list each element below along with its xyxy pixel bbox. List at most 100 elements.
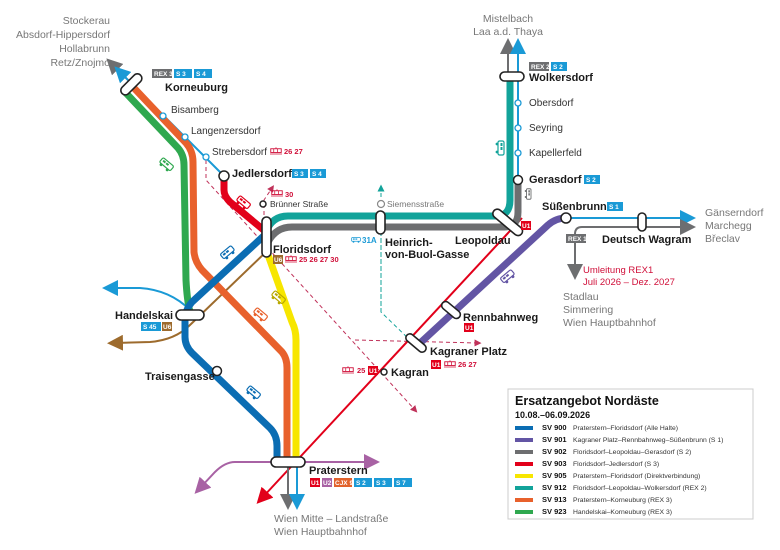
dest-stadlau: Stadlau — [563, 291, 599, 303]
legend-row: SV 923 Handelskai–Korneuburg (REX 3) — [515, 507, 672, 516]
legend-desc: Kagraner Platz–Rennbahnweg–Süßenbrunn (S… — [573, 437, 723, 444]
legend-desc: Handelskai–Korneuburg (REX 3) — [573, 509, 672, 516]
dest-breclav: Břeclav — [705, 233, 741, 245]
station-deutsch-wagram[interactable] — [637, 212, 647, 232]
destination-labels: Stockerau Absdorf-Hippersdorf Hollabrunn… — [16, 15, 110, 69]
bus-icon — [219, 244, 237, 262]
station-suessenbrunn[interactable] — [560, 212, 572, 224]
route-sv913 — [131, 85, 291, 462]
label-korneuburg: Korneuburg — [165, 82, 228, 94]
legend-swatch — [515, 510, 533, 514]
route-sv905 — [263, 250, 300, 462]
legend-code: SV 902 — [542, 447, 567, 456]
station-bisamberg[interactable] — [159, 112, 167, 120]
bus-31a: 31A — [362, 236, 377, 245]
legend: Ersatzangebot Nordäste 10.08.–06.09.2026… — [507, 388, 754, 520]
label-floridsdorf: Floridsdorf — [273, 244, 331, 256]
label-wolkersdorf: Wolkersdorf — [529, 72, 593, 84]
station-kapellerfeld[interactable] — [514, 149, 522, 157]
label-leopoldau: Leopoldau — [455, 235, 511, 247]
dest-hauptbahnhof-east: Wien Hauptbahnhof — [563, 317, 656, 329]
legend-dates: 10.08.–06.09.2026 — [515, 410, 590, 420]
badge-u6: U6 — [163, 324, 172, 331]
legend-desc: Praterstern–Floridsdorf (Alle Halte) — [573, 425, 678, 432]
legend-swatch — [515, 498, 533, 502]
station-leopoldau[interactable] — [491, 207, 524, 237]
label-seyring: Seyring — [529, 123, 563, 134]
station-rennbahnweg[interactable] — [440, 300, 462, 320]
badges-praterstern: U1 U2 CJX 9 S 2 S 3 S 7 — [310, 478, 412, 487]
badge-s1: S 1 — [609, 204, 619, 211]
dest-hauptbahnhof: Wien Hauptbahnhof — [274, 526, 367, 538]
label-kagran: Kagran — [391, 367, 429, 379]
tram-icon — [444, 360, 456, 368]
legend-swatch — [515, 438, 533, 442]
u2-line-west — [194, 461, 270, 494]
badge-s2: S 2 — [586, 177, 596, 184]
tram-strebersdorf: 26 27 — [284, 147, 303, 156]
legend-code: SV 903 — [542, 459, 567, 468]
station-bruenner-strasse[interactable] — [259, 200, 267, 208]
station-jedlersdorf[interactable] — [218, 170, 230, 182]
dest-wien-mitte: Wien Mitte – Landstraße — [274, 513, 389, 525]
legend-code: SV 901 — [542, 435, 567, 444]
station-seyring[interactable] — [514, 124, 522, 132]
station-buol-gasse[interactable] — [375, 210, 386, 235]
legend-desc: Praterstern–Korneuburg (REX 3) — [573, 497, 672, 504]
badge-s2: S 2 — [553, 64, 563, 71]
station-gerasdorf[interactable] — [512, 174, 524, 186]
label-langenzersdorf: Langenzersdorf — [191, 126, 261, 137]
tram-kagraner-platz: 26 27 — [458, 360, 477, 369]
badge-cjx9: CJX 9 — [335, 480, 353, 487]
badge-u1: U1 — [311, 480, 320, 487]
station-strebersdorf[interactable] — [202, 153, 210, 161]
badge-s7: S 7 — [396, 480, 406, 487]
station-obersdorf[interactable] — [514, 99, 522, 107]
station-siemensstrasse[interactable] — [376, 199, 386, 209]
tram-icon — [271, 189, 283, 197]
rex1-line — [567, 226, 688, 280]
dest-absdorf: Absdorf-Hippersdorf — [16, 29, 110, 41]
legend-code: SV 923 — [542, 507, 567, 516]
legend-code: SV 913 — [542, 495, 567, 504]
badges-korneuburg: REX 3 S 3 S 4 — [152, 69, 212, 78]
legend-desc: Praterstern–Floridsdorf (Direktverbindun… — [573, 473, 700, 480]
badge-rex2: REX 2 — [531, 64, 550, 71]
station-markers — [119, 71, 647, 468]
label-strebersdorf: Strebersdorf — [212, 147, 267, 158]
badge-u1: U1 — [465, 325, 474, 332]
label-jedlersdorf: Jedlersdorf — [232, 168, 292, 180]
station-floridsdorf[interactable] — [261, 216, 272, 258]
station-kagraner-platz[interactable] — [404, 332, 428, 354]
station-handelskai[interactable] — [175, 309, 205, 321]
station-langenzersdorf[interactable] — [181, 133, 189, 141]
station-praterstern[interactable] — [270, 456, 306, 468]
legend-swatch — [515, 474, 533, 478]
bus-icon — [495, 140, 505, 156]
badge-s4: S 4 — [196, 71, 206, 78]
label-rennbahnweg: Rennbahnweg — [463, 312, 538, 324]
tram-icon — [342, 366, 354, 374]
station-korneuburg[interactable] — [119, 72, 144, 97]
tram-floridsdorf: 25 26 27 30 — [299, 255, 339, 264]
badge-u2: U2 — [323, 480, 332, 487]
badge-u1: U1 — [369, 368, 378, 375]
s45-line — [102, 280, 191, 311]
tram-bruenner: 30 — [285, 190, 293, 199]
tram-icon — [270, 147, 282, 155]
station-kagran[interactable] — [380, 368, 388, 376]
badge-rex1: REX 1 — [568, 236, 587, 243]
tram-lines — [205, 160, 482, 413]
dest-simmering: Simmering — [563, 304, 613, 316]
badge-u1: U1 — [432, 362, 441, 369]
station-traisengasse[interactable] — [211, 365, 223, 377]
legend-swatch — [515, 486, 533, 490]
tram-icon — [285, 255, 297, 263]
legend-swatch — [515, 462, 533, 466]
station-wolkersdorf[interactable] — [499, 71, 525, 82]
tram-kagran: 25 — [357, 366, 365, 375]
